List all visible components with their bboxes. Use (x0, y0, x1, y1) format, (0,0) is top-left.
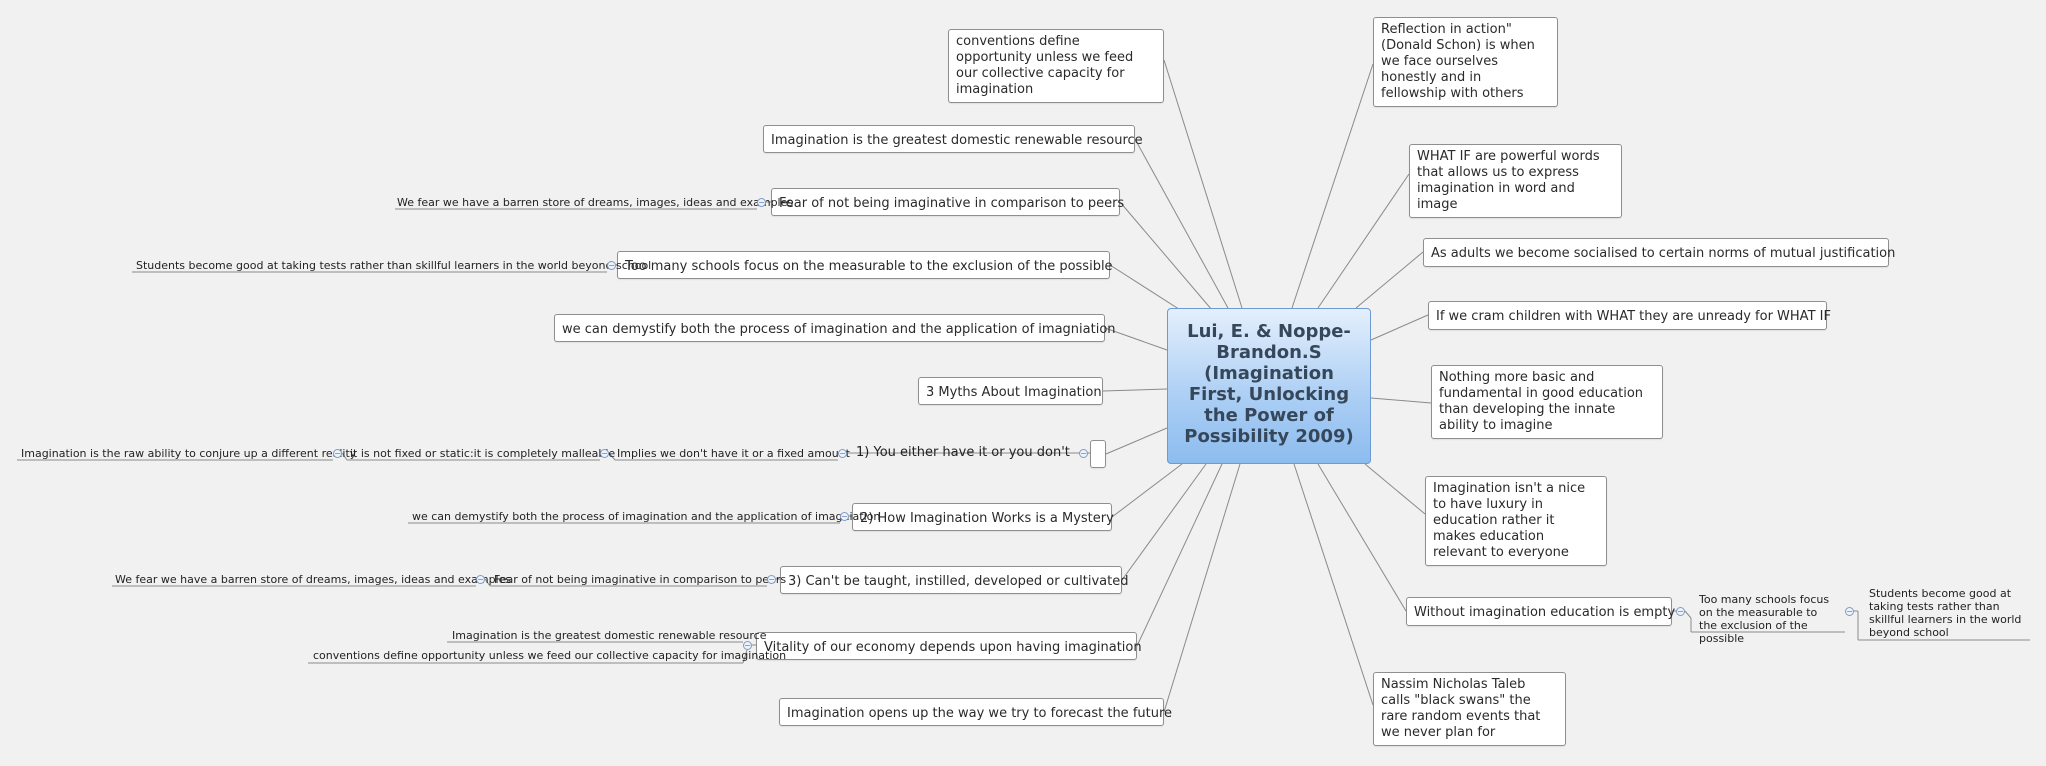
collapse-toggle-icon[interactable]: − (767, 575, 776, 584)
subtopic-myth2-demystify[interactable]: we can demystify both the process of ima… (412, 510, 881, 523)
connector-line (1317, 173, 1410, 309)
connector-line (1104, 327, 1168, 351)
collapse-toggle-icon[interactable]: − (607, 261, 616, 270)
topic-cram-children[interactable]: If we cram children with WHAT they are u… (1428, 301, 1831, 330)
connector-line (1136, 463, 1223, 647)
connector-line (1370, 314, 1429, 341)
topic-basic-fundamental[interactable]: Nothing more basic and fundamental in go… (1431, 365, 1663, 439)
topic-fear-of-peers[interactable]: Fear of not being imaginative in compari… (771, 188, 1124, 216)
subtopic-empty-schools[interactable]: Too many schools focus on the measurable… (1699, 593, 1830, 645)
topic-demystify[interactable]: we can demystify both the process of ima… (554, 314, 1116, 342)
connector-line (1370, 397, 1432, 404)
connector-line (1102, 388, 1168, 392)
subtopic-myth1-malleable[interactable]: it is not fixed or static:it is complete… (350, 447, 616, 460)
collapse-toggle-icon[interactable]: − (333, 449, 342, 458)
subtopic-myth3-fear[interactable]: Fear of not being imaginative in compari… (494, 573, 787, 586)
subtopic-myth1-raw-ability[interactable]: Imagination is the raw ability to conjur… (21, 447, 357, 460)
subtopic-empty-tests[interactable]: Students become good at taking tests rat… (1869, 587, 2022, 639)
connector-line (1105, 427, 1168, 455)
topic-myth2[interactable]: 2) How Imagination Works is a Mystery (852, 503, 1114, 531)
connector-line (341, 452, 348, 461)
connector-line (1355, 251, 1424, 309)
collapse-toggle-icon[interactable]: − (1079, 449, 1088, 458)
connector-line (1163, 59, 1243, 309)
topic-black-swans[interactable]: Nassim Nicholas Taleb calls "black swans… (1373, 672, 1566, 746)
collapse-toggle-icon[interactable]: − (840, 512, 849, 521)
topic-myth3[interactable]: 3) Can't be taught, instilled, developed… (780, 566, 1128, 594)
connector-line (1317, 463, 1407, 612)
connector-line (1134, 138, 1229, 309)
topic-myth1-empty-box[interactable] (1090, 440, 1106, 468)
topic-not-luxury[interactable]: Imagination isn't a nice to have luxury … (1425, 476, 1607, 566)
connector-line (1119, 201, 1213, 311)
collapse-toggle-icon[interactable]: − (757, 198, 766, 207)
topic-schools-measurable[interactable]: Too many schools focus on the measurable… (617, 251, 1113, 279)
subtopic-vitality-conventions[interactable]: conventions define opportunity unless we… (313, 649, 787, 662)
connector-line (742, 649, 748, 664)
subtopic-fear-barren-store[interactable]: We fear we have a barren store of dreams… (397, 196, 794, 209)
connector-line (1291, 63, 1374, 309)
topic-myth1[interactable]: 1) You either have it or you don't (856, 445, 1070, 460)
topic-education-empty[interactable]: Without imagination education is empty (1406, 597, 1675, 626)
connector-line (1364, 463, 1426, 515)
subtopic-myth3-barren-store[interactable]: We fear we have a barren store of dreams… (115, 573, 512, 586)
central-topic[interactable]: Lui, E. & Noppe-Brandon.S (Imagination F… (1167, 308, 1371, 464)
topic-conventions[interactable]: conventions define opportunity unless we… (948, 29, 1164, 103)
topic-reflection-in-action[interactable]: Reflection in action" (Donald Schon) is … (1373, 17, 1558, 107)
connector-line (1163, 463, 1241, 713)
connector-line (1684, 610, 1692, 619)
topic-forecast-future[interactable]: Imagination opens up the way we try to f… (779, 698, 1172, 726)
collapse-toggle-icon[interactable]: − (838, 449, 847, 458)
collapse-toggle-icon[interactable]: − (600, 449, 609, 458)
subtopic-schools-tests[interactable]: Students become good at taking tests rat… (136, 259, 652, 272)
topic-three-myths[interactable]: 3 Myths About Imagination (918, 377, 1103, 405)
collapse-toggle-icon[interactable]: − (476, 575, 485, 584)
topic-what-if[interactable]: WHAT IF are powerful words that allows u… (1409, 144, 1622, 218)
topic-renewable-resource[interactable]: Imagination is the greatest domestic ren… (763, 125, 1143, 153)
subtopic-vitality-renewable[interactable]: Imagination is the greatest domestic ren… (452, 629, 767, 642)
collapse-toggle-icon[interactable]: − (1845, 607, 1854, 616)
topic-vitality-economy[interactable]: Vitality of our economy depends upon hav… (756, 632, 1142, 660)
connector-line (1121, 463, 1207, 581)
collapse-toggle-icon[interactable]: − (743, 641, 752, 650)
collapse-toggle-icon[interactable]: − (1676, 607, 1685, 616)
subtopic-myth1-implies[interactable]: Implies we don't have it or a fixed amou… (617, 447, 850, 460)
connector-line (1111, 463, 1183, 518)
topic-adults-socialised[interactable]: As adults we become socialised to certai… (1423, 238, 1895, 267)
connector-line (484, 578, 491, 587)
connector-line (1293, 463, 1374, 706)
connector-line (608, 452, 616, 461)
